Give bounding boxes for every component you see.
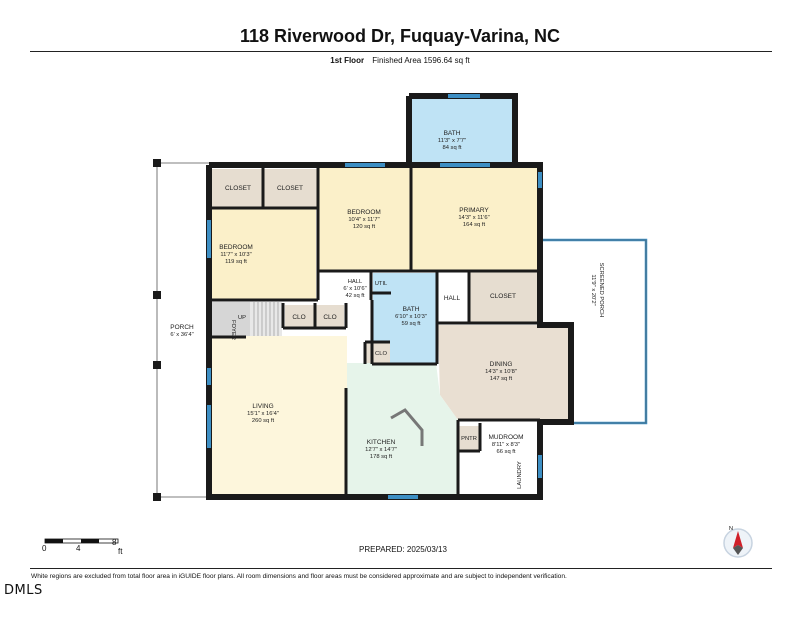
label-hall-1: HALL xyxy=(348,279,363,285)
label-closet-2: CLOSET xyxy=(277,185,303,192)
label-mudroom: MUDROOM xyxy=(488,434,523,441)
dims-dining: 14'3" x 10'8" xyxy=(485,369,517,375)
scale-tick-8: 8 xyxy=(112,538,117,547)
disclaimer: White regions are excluded from total fl… xyxy=(31,573,567,580)
room-dining xyxy=(438,325,568,420)
label-clo-3: CLO xyxy=(375,351,387,357)
dims-bedroom-2: 10'4" x 11'7" xyxy=(348,217,379,223)
room-bedroom-1 xyxy=(212,209,316,299)
dims-bedroom-1: 11'7" x 10'3" xyxy=(220,252,251,258)
label-bedroom-2: BEDROOM xyxy=(347,209,381,216)
label-util: UTIL xyxy=(375,281,388,287)
finished-area: Finished Area 1596.64 sq ft xyxy=(372,56,470,65)
title-rule xyxy=(30,51,772,52)
dims-porch: 6' x 36'4" xyxy=(170,332,193,338)
dims-kitchen: 12'7" x 14'7" xyxy=(365,447,397,453)
floor-label: 1st Floor xyxy=(330,56,365,65)
label-living: LIVING xyxy=(252,403,273,410)
label-clo-1: CLO xyxy=(292,314,305,321)
label-kitchen: KITCHEN xyxy=(367,439,396,446)
room-hall-1 xyxy=(318,272,370,300)
prepared-date: PREPARED: 2025/03/13 xyxy=(359,545,447,554)
dims-bath-top: 11'3" x 7'7" xyxy=(438,138,466,144)
label-laundry: LAUNDRY xyxy=(517,461,523,489)
interior-walls xyxy=(212,167,540,497)
area-bedroom-1: 119 sq ft xyxy=(225,259,247,265)
dims-primary: 14'3" x 11'6" xyxy=(458,215,489,221)
label-hall-2: HALL xyxy=(444,295,461,302)
room-clo-1 xyxy=(285,305,314,327)
label-dining: DINING xyxy=(490,361,513,368)
area-bath-mid: 59 sq ft xyxy=(401,321,420,327)
windows xyxy=(207,94,542,499)
area-bedroom-2: 120 sq ft xyxy=(353,224,376,230)
room-kitchen xyxy=(347,363,458,494)
scale-tick-0: 0 xyxy=(42,544,47,553)
scale-bar xyxy=(44,538,119,544)
screened-porch-outline xyxy=(540,238,648,425)
label-bedroom-1: BEDROOM xyxy=(219,244,253,251)
room-clo-2 xyxy=(316,305,344,327)
porch-posts xyxy=(153,159,161,501)
area-primary: 164 sq ft xyxy=(463,222,486,228)
room-primary xyxy=(412,167,538,270)
scale-tick-4: 4 xyxy=(76,544,81,553)
room-closet-3 xyxy=(470,272,538,322)
room-closet-2 xyxy=(264,169,317,207)
room-bedroom-2 xyxy=(318,167,410,270)
porch-outline xyxy=(156,162,209,498)
stair-treads xyxy=(253,302,279,336)
area-mudroom: 66 sq ft xyxy=(496,449,515,455)
room-labels: BATH 11'3" x 7'7" 84 sq ft CLOSET CLOSET… xyxy=(170,130,604,489)
room-bath-top xyxy=(409,98,513,163)
area-hall-1: 42 sq ft xyxy=(345,293,364,299)
label-up: UP xyxy=(238,315,246,321)
footer-rule xyxy=(30,568,772,569)
label-screened-porch: SCREENED PORCH xyxy=(598,263,604,318)
compass-icon: N xyxy=(723,526,753,558)
label-porch: PORCH xyxy=(170,324,194,331)
area-bath-top: 84 sq ft xyxy=(442,145,461,151)
page-title: 118 Riverwood Dr, Fuquay-Varina, NC xyxy=(239,26,561,46)
area-kitchen: 178 sq ft xyxy=(370,454,393,460)
room-foyer xyxy=(212,302,250,336)
room-closet-1 xyxy=(212,169,262,207)
kitchen-counter xyxy=(390,408,424,446)
compass-label: N xyxy=(729,526,733,532)
dims-screened-porch: 11'9" x 20'2" xyxy=(590,274,596,305)
label-pntr: PNTR xyxy=(461,436,477,442)
label-closet-3: CLOSET xyxy=(490,293,516,300)
dims-mudroom: 8'11" x 8'3" xyxy=(492,442,520,448)
label-clo-2: CLO xyxy=(323,314,336,321)
label-bath-top: BATH xyxy=(444,130,461,137)
label-bath-mid: BATH xyxy=(403,306,420,313)
area-dining: 147 sq ft xyxy=(490,376,513,382)
label-foyer: FOYER xyxy=(230,320,236,340)
area-living: 260 sq ft xyxy=(252,418,275,424)
room-living xyxy=(212,336,347,494)
dmls-watermark: DMLS xyxy=(4,583,43,598)
exterior-walls xyxy=(206,93,574,500)
scale-unit: ft xyxy=(118,547,123,556)
dims-hall-1: 6' x 10'6" xyxy=(343,286,366,292)
dims-bath-mid: 6'10" x 10'3" xyxy=(395,314,427,320)
dims-living: 15'1" x 16'4" xyxy=(247,411,279,417)
label-closet-1: CLOSET xyxy=(225,185,251,192)
room-pntr xyxy=(459,426,479,450)
floor-summary: 1st Floor Finished Area 1596.64 sq ft xyxy=(0,56,800,65)
label-primary: PRIMARY xyxy=(459,207,489,214)
room-hall-2 xyxy=(438,272,468,322)
